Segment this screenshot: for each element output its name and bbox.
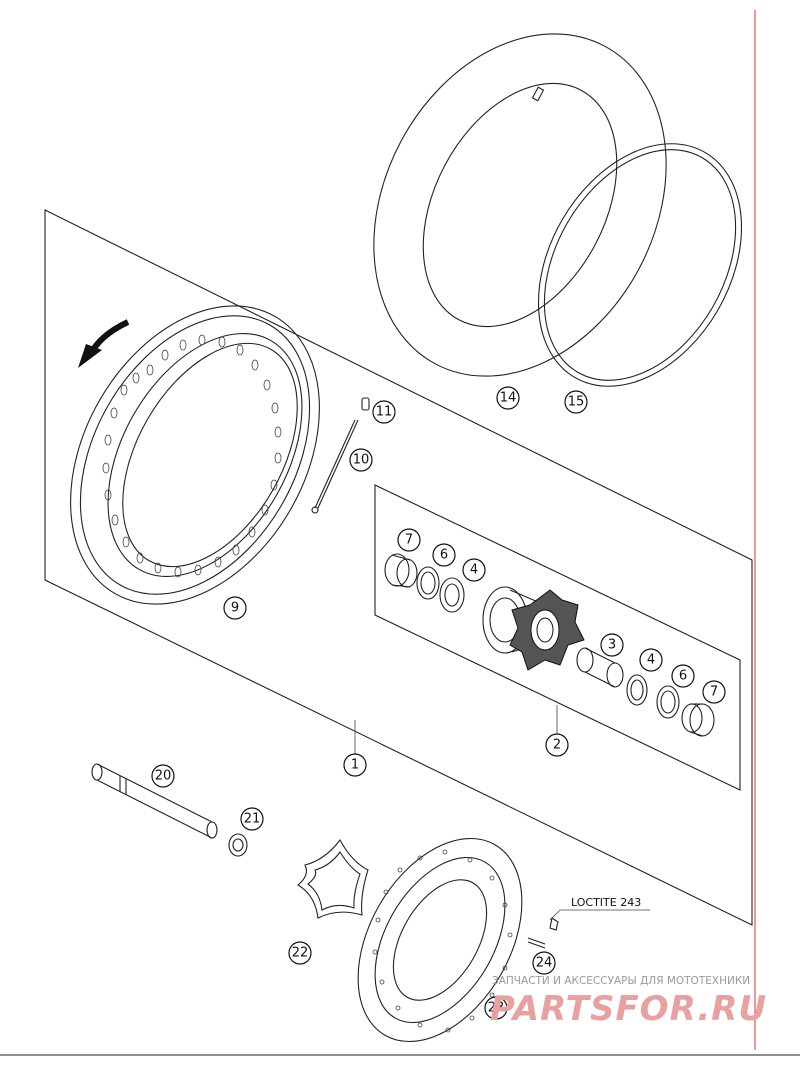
svg-text:6: 6	[440, 548, 448, 563]
callout-20: 20	[151, 764, 175, 788]
svg-text:11: 11	[376, 405, 393, 420]
watermark-caption: ЗАПЧАСТИ И АКСЕССУАРЫ ДЛЯ МОТОТЕХНИКИ	[492, 975, 750, 987]
watermark-logo: PARTSFOR.RU	[490, 989, 767, 1029]
callout-21: 21	[240, 807, 264, 831]
disc-bolt	[527, 917, 559, 949]
bearing-left	[439, 577, 465, 613]
svg-text:20: 20	[155, 769, 172, 784]
callout-11: 11	[372, 400, 396, 424]
svg-text:14: 14	[500, 391, 517, 406]
callout-6-left: 6	[432, 543, 456, 567]
callout-23: 23	[484, 996, 508, 1020]
callout-2: 2	[545, 733, 569, 757]
svg-text:9: 9	[231, 601, 239, 616]
spoke-nipple	[361, 397, 370, 411]
callout-22: 22	[288, 941, 312, 965]
svg-text:22: 22	[292, 946, 309, 961]
tyre	[373, 33, 667, 377]
svg-text:2: 2	[553, 738, 561, 753]
callout-3: 3	[600, 633, 624, 657]
rotation-arrow-icon	[78, 319, 130, 368]
bearing-right	[626, 674, 648, 706]
svg-text:15: 15	[568, 395, 585, 410]
rim	[70, 305, 320, 605]
callout-9: 9	[223, 596, 247, 620]
callout-14: 14	[496, 386, 520, 410]
callout-4-left: 4	[462, 558, 486, 582]
assembly-frame-hub	[374, 484, 741, 791]
svg-text:24: 24	[536, 956, 553, 971]
rim-tape	[537, 143, 743, 387]
spoke	[311, 419, 359, 514]
svg-text:4: 4	[470, 563, 478, 578]
axle	[91, 763, 218, 839]
seal-left	[416, 566, 440, 600]
svg-text:10: 10	[353, 453, 370, 468]
svg-text:7: 7	[405, 533, 413, 548]
svg-text:21: 21	[244, 812, 261, 827]
brake-disc	[357, 837, 523, 1043]
assembly-frame-main	[44, 209, 753, 926]
loctite-note: LOCTITE 243	[571, 896, 641, 909]
seal-right	[656, 685, 680, 719]
distance-sleeve	[576, 647, 624, 688]
svg-text:7: 7	[710, 685, 718, 700]
spacer-right	[681, 703, 715, 737]
hub-body	[482, 586, 585, 671]
callout-15: 15	[564, 390, 588, 414]
svg-text:1: 1	[351, 758, 359, 773]
svg-text:3: 3	[608, 638, 616, 653]
callout-24: 24	[532, 951, 556, 975]
svg-text:4: 4	[647, 653, 655, 668]
callout-6-right: 6	[671, 664, 695, 688]
callout-1: 1	[343, 753, 367, 777]
spacer-left	[384, 553, 418, 588]
callout-4-right: 4	[639, 648, 663, 672]
callout-7-left: 7	[397, 528, 421, 552]
callout-10: 10	[349, 448, 373, 472]
callout-7-right: 7	[702, 680, 726, 704]
svg-text:23: 23	[488, 1001, 505, 1016]
disc-spacer	[297, 838, 369, 919]
axle-nut	[228, 833, 248, 857]
svg-text:6: 6	[679, 669, 687, 684]
